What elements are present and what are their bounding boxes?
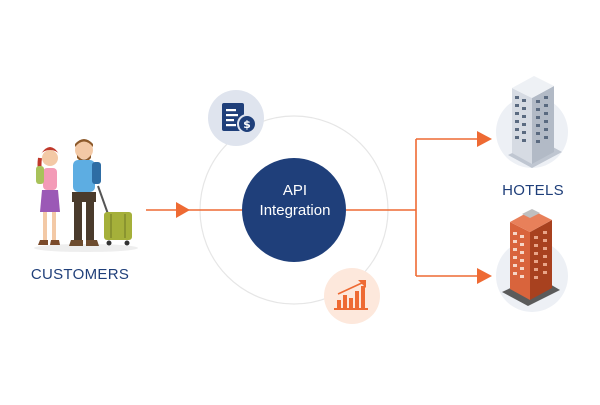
api-label-line2: Integration bbox=[259, 202, 331, 219]
api-node bbox=[242, 158, 346, 262]
bar-chart-growth-icon bbox=[324, 268, 380, 324]
customers-to-api-arrow bbox=[146, 202, 244, 218]
arrow-head-icon bbox=[176, 202, 190, 218]
customers-label: CUSTOMERS bbox=[30, 266, 130, 283]
white-highrise-hotel-icon bbox=[496, 76, 568, 168]
svg-text:$: $ bbox=[243, 118, 251, 131]
red-brick-hotel-icon bbox=[496, 209, 568, 312]
invoice-dollar-icon: $ bbox=[208, 90, 264, 146]
travelers-illustration bbox=[34, 139, 138, 252]
arrow-head-icon bbox=[477, 268, 492, 284]
hotels-label: HOTELS bbox=[502, 182, 564, 199]
api-node-label: API Integration bbox=[242, 181, 348, 221]
arrow-head-icon bbox=[477, 131, 492, 147]
api-to-hotels-connector bbox=[346, 131, 492, 284]
api-label-line1: API bbox=[282, 182, 308, 199]
